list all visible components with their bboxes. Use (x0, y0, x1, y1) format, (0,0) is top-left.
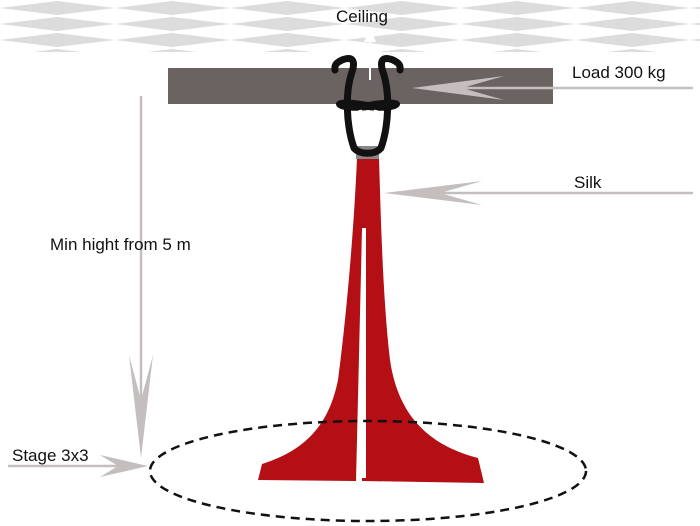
rigging-hardware (331, 55, 404, 159)
min-height-label: Min hight from 5 m (50, 235, 191, 254)
stage-outline (148, 419, 588, 523)
stage-label: Stage 3x3 (12, 446, 89, 465)
load-label: Load 300 kg (572, 63, 666, 82)
min-height-arrow (129, 96, 153, 458)
stage-arrow (8, 455, 148, 477)
silk-arrow (384, 181, 693, 205)
ceiling-label: Ceiling (336, 7, 388, 26)
silk-fabric (258, 158, 484, 483)
ceiling-pattern (0, 0, 700, 52)
ceiling-arrow (364, 28, 376, 80)
silk-label: Silk (574, 173, 602, 192)
load-arrow (412, 76, 693, 100)
